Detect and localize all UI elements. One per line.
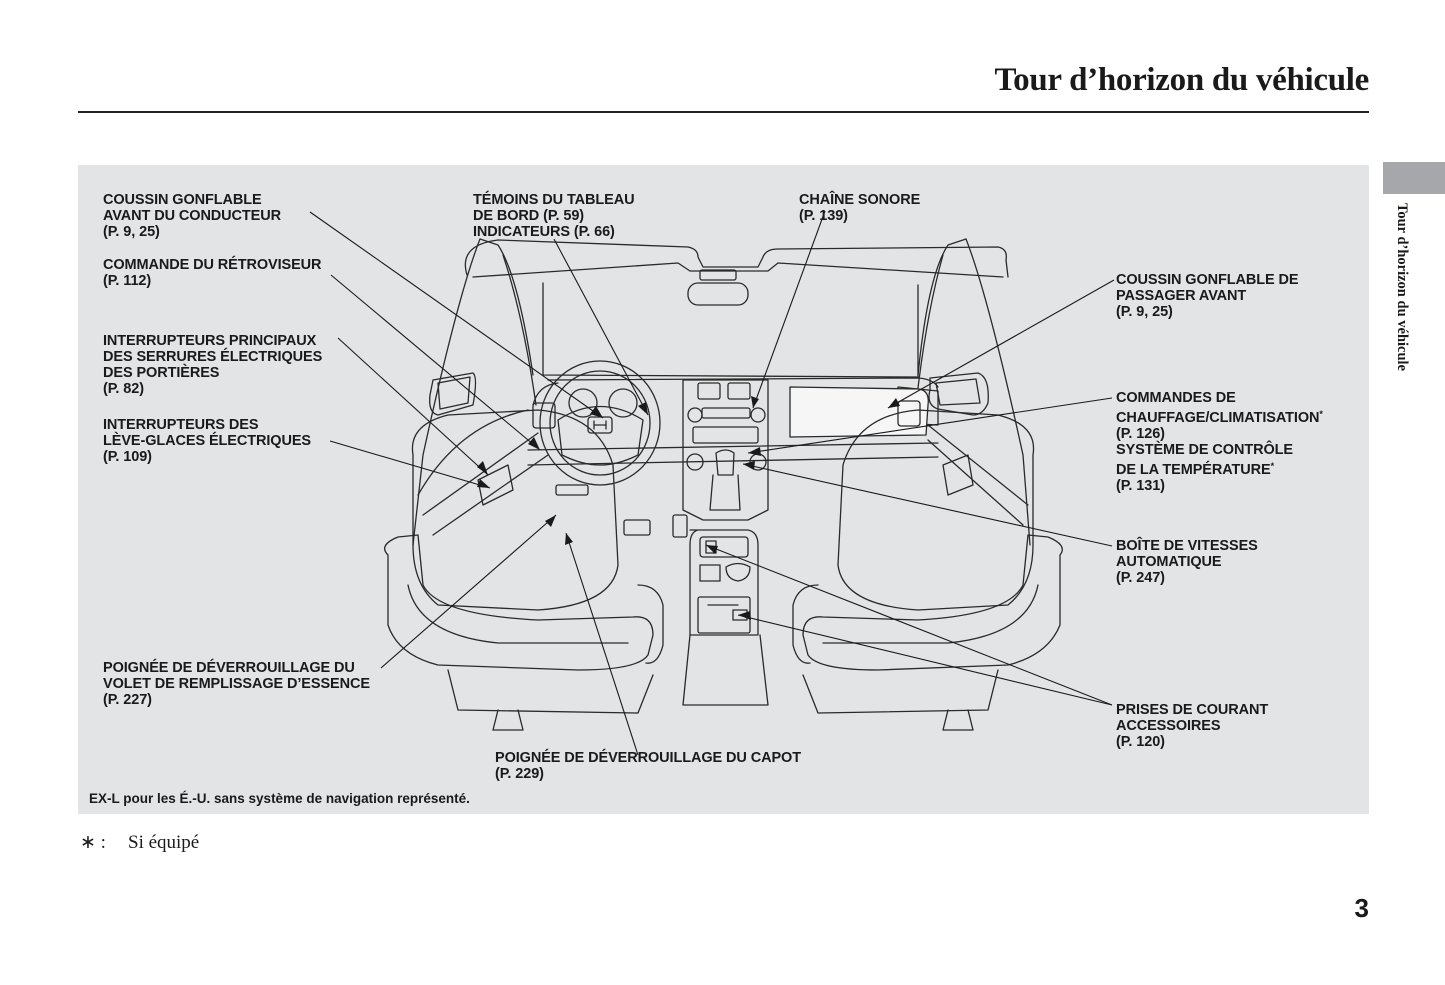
callout-climate-controls: COMMANDES DE CHAUFFAGE/CLIMATISATION* (P…	[1116, 390, 1323, 494]
leader-power-window	[329, 440, 491, 489]
leader-door-lock	[337, 337, 489, 476]
leader-arrowheads	[477, 396, 900, 620]
audio-display	[701, 407, 751, 419]
brake-pedal	[623, 519, 651, 536]
callout-page-ref: (P. 120)	[1116, 734, 1165, 750]
rearview-mirror	[687, 282, 749, 306]
passenger-seat	[792, 409, 1063, 714]
vehicle-interior-illustration	[309, 210, 1115, 756]
callout-page-ref: (P. 139)	[799, 208, 848, 224]
callout-page-ref: (P. 229)	[495, 766, 544, 782]
callout-line: AUTOMATIQUE	[1116, 554, 1222, 570]
callout-line: COUSSIN GONFLABLE DE	[1116, 272, 1299, 288]
callout-page-ref: (P. 9, 25)	[1116, 304, 1173, 320]
callout-line: ACCESSOIRES	[1116, 718, 1221, 734]
callout-line: COUSSIN GONFLABLE	[103, 192, 262, 208]
callout-gauges-indicators: TÉMOINS DU TABLEAU DE BORD (P. 59) INDIC…	[473, 192, 635, 240]
callout-line: COMMANDE DU RÉTROVISEUR	[103, 257, 322, 273]
callout-power-window-switches: INTERRUPTEURS DES LÈVE-GLACES ÉLECTRIQUE…	[103, 417, 311, 465]
callout-line: COMMANDES DE	[1116, 390, 1236, 406]
callout-page-ref: (P. 9, 25)	[103, 224, 160, 240]
callout-line: DES SERRURES ÉLECTRIQUES	[103, 349, 323, 365]
page-header-title: Tour d’horizon du véhicule	[994, 62, 1369, 98]
right-door	[915, 238, 1031, 546]
dashboard	[527, 377, 939, 466]
leader-socket-2	[737, 614, 1113, 706]
leader-hood	[565, 532, 639, 756]
leader-climate	[747, 397, 1113, 454]
windshield-frame	[464, 239, 1009, 378]
driver-seat	[384, 409, 664, 714]
side-tab-label: Tour d’horizon du véhicule	[1394, 203, 1410, 371]
center-console	[682, 529, 769, 706]
callout-line: DE LA TEMPÉRATURE	[1116, 462, 1271, 478]
callout-line: INTERRUPTEURS DES	[103, 417, 259, 433]
leader-lines	[309, 210, 1115, 756]
leader-driver-airbag	[309, 211, 604, 419]
callout-line: CHAUFFAGE/CLIMATISATION	[1116, 410, 1320, 426]
diagram-panel: COUSSIN GONFLABLE AVANT DU CONDUCTEUR (P…	[78, 165, 1369, 814]
callout-page-ref: (P. 126)	[1116, 426, 1165, 442]
footnote: ∗ : Si équipé	[80, 831, 199, 854]
callout-door-lock-switches: INTERRUPTEURS PRINCIPAUX DES SERRURES ÉL…	[103, 333, 322, 397]
callout-audio-system: CHAÎNE SONORE (P. 139)	[799, 192, 920, 224]
left-vent	[532, 402, 556, 429]
header-rule	[78, 111, 1369, 113]
callout-line: AVANT DU CONDUCTEUR	[103, 208, 281, 224]
callout-line: DE BORD (P. 59)	[473, 208, 585, 224]
callout-mirror-control: COMMANDE DU RÉTROVISEUR (P. 112)	[103, 257, 322, 289]
center-stack	[682, 379, 769, 521]
leader-gauges	[553, 238, 649, 416]
callout-line: INDICATEURS (P. 66)	[473, 224, 615, 240]
callout-page-ref: (P. 82)	[103, 381, 144, 397]
left-door	[412, 238, 549, 546]
callout-page-ref: (P. 112)	[103, 273, 152, 289]
gear-shift	[715, 449, 735, 476]
callout-line-with-asterisk: CHAUFFAGE/CLIMATISATION*	[1116, 406, 1323, 426]
callout-automatic-transmission: BOÎTE DE VITESSES AUTOMATIQUE (P. 247)	[1116, 538, 1258, 586]
callout-page-ref: (P. 227)	[103, 692, 152, 708]
side-tab-marker	[1383, 162, 1445, 194]
callout-line: DES PORTIÈRES	[103, 365, 220, 381]
callout-line: LÈVE-GLACES ÉLECTRIQUES	[103, 433, 311, 449]
callout-line: CHAÎNE SONORE	[799, 192, 921, 208]
callout-line: PASSAGER AVANT	[1116, 288, 1247, 304]
dead-pedal	[555, 484, 589, 496]
callout-line: POIGNÉE DE DÉVERROUILLAGE DU CAPOT	[495, 750, 801, 766]
callout-line-with-asterisk: DE LA TEMPÉRATURE*	[1116, 458, 1323, 478]
callout-fuel-fill-door-release: POIGNÉE DE DÉVERROUILLAGE DU VOLET DE RE…	[103, 660, 370, 708]
callout-line: TÉMOINS DU TABLEAU	[473, 192, 635, 208]
leader-fuel-door	[380, 514, 557, 669]
callout-driver-airbag: COUSSIN GONFLABLE AVANT DU CONDUCTEUR (P…	[103, 192, 281, 240]
steering-wheel	[539, 360, 661, 486]
callout-hood-release: POIGNÉE DE DÉVERROUILLAGE DU CAPOT (P. 2…	[495, 750, 801, 782]
footnote-text: Si équipé	[128, 832, 200, 853]
footnote-asterisk-symbol: ∗ :	[80, 832, 106, 853]
callout-passenger-airbag: COUSSIN GONFLABLE DE PASSAGER AVANT (P. …	[1116, 272, 1299, 320]
callout-page-ref: (P. 247)	[1116, 570, 1165, 586]
callout-line: INTERRUPTEURS PRINCIPAUX	[103, 333, 317, 349]
callout-line: SYSTÈME DE CONTRÔLE	[1116, 442, 1293, 458]
page-number: 3	[1354, 893, 1369, 923]
accelerator-pedal	[672, 514, 688, 538]
callout-line: VOLET DE REMPLISSAGE D’ESSENCE	[103, 676, 370, 692]
asterisk-marker: *	[1270, 461, 1275, 471]
callout-line: POIGNÉE DE DÉVERROUILLAGE DU	[103, 660, 355, 676]
callout-page-ref: (P. 109)	[103, 449, 152, 465]
callout-line: BOÎTE DE VITESSES	[1116, 538, 1258, 554]
leader-socket-1	[705, 544, 1113, 706]
leader-passenger-airbag	[887, 279, 1115, 409]
callout-line: PRISES DE COURANT	[1116, 702, 1269, 718]
asterisk-marker: *	[1319, 409, 1323, 419]
leader-mirror-control	[330, 274, 541, 451]
model-note: EX-L pour les É.-U. sans système de navi…	[89, 791, 470, 806]
leader-transmission	[742, 463, 1113, 547]
callout-page-ref: (P. 131)	[1116, 478, 1165, 494]
leader-audio	[752, 210, 826, 409]
callout-accessory-power-sockets: PRISES DE COURANT ACCESSOIRES (P. 120)	[1116, 702, 1268, 750]
